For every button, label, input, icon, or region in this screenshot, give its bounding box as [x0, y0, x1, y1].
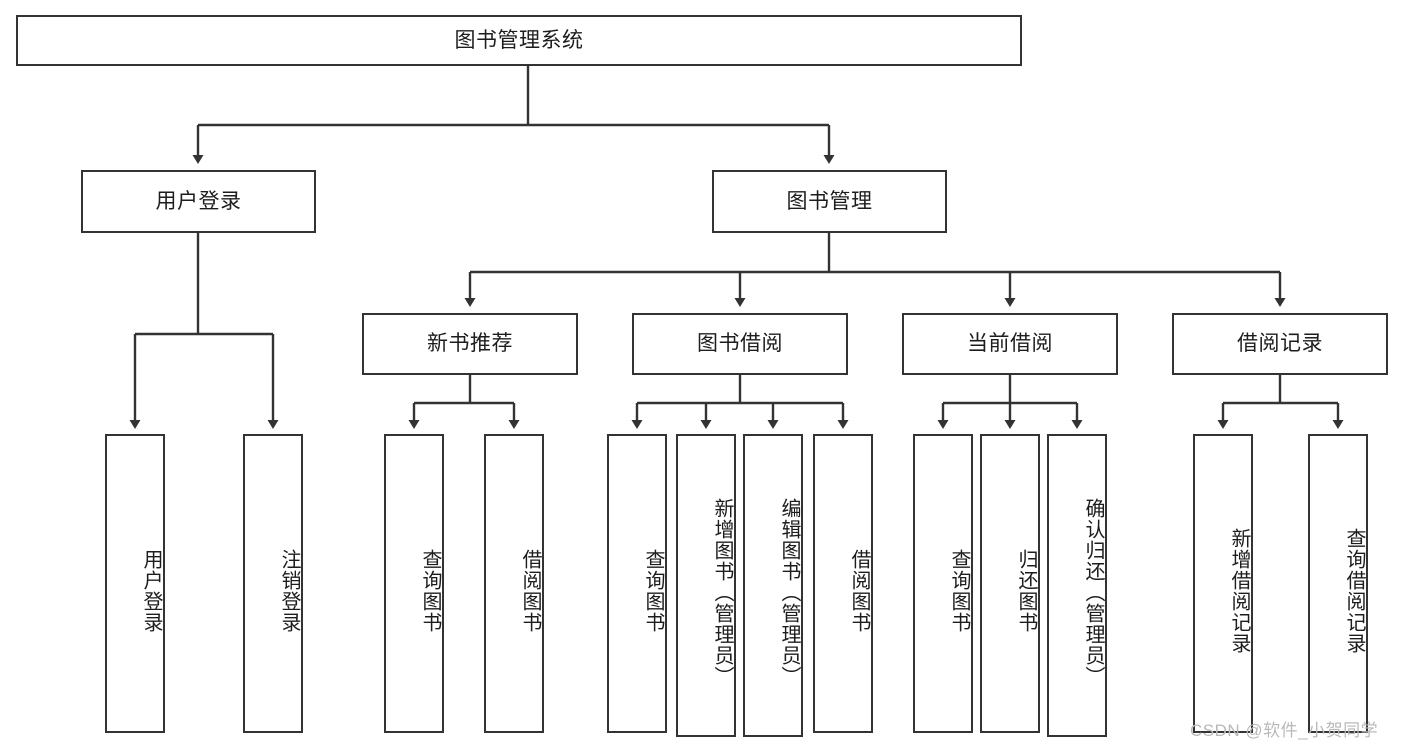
- node-borrow-record[interactable]: 借阅记录: [1172, 313, 1388, 375]
- leaf-borrow-record-query[interactable]: 查询借阅记录: [1308, 434, 1368, 733]
- node-borrow-record-label: 借阅记录: [1237, 332, 1323, 356]
- node-book-manage-label: 图书管理: [786, 189, 873, 213]
- node-current-borrow-label: 当前借阅: [967, 332, 1053, 356]
- leaf-label: 归还图书: [1015, 548, 1037, 633]
- leaf-label: 查询借阅记录: [1343, 527, 1365, 654]
- node-new-book-recommend-label: 新书推荐: [427, 332, 513, 356]
- node-user-login-label: 用户登录: [155, 189, 242, 213]
- leaf-new-book-query[interactable]: 查询图书: [384, 434, 444, 733]
- node-user-login[interactable]: 用户登录: [81, 170, 316, 233]
- leaf-label: 借阅图书: [519, 548, 541, 633]
- node-root-label: 图书管理系统: [454, 28, 584, 52]
- leaf-label: 新增借阅记录: [1228, 527, 1250, 654]
- leaf-label: 编辑图书（管理员）: [778, 498, 800, 687]
- leaf-user-login-signin[interactable]: 用户登录: [105, 434, 165, 733]
- leaf-current-borrow-return[interactable]: 归还图书: [980, 434, 1040, 733]
- leaf-label: 确认归还（管理员）: [1082, 498, 1104, 687]
- node-book-borrow-label: 图书借阅: [697, 332, 783, 356]
- leaf-book-borrow-edit[interactable]: 编辑图书（管理员）: [743, 434, 803, 737]
- leaf-label: 新增图书（管理员）: [711, 498, 733, 687]
- leaf-book-borrow-lend[interactable]: 借阅图书: [813, 434, 873, 733]
- csdn-watermark: CSDN @软件_小贺同学: [1190, 721, 1379, 740]
- leaf-current-borrow-query[interactable]: 查询图书: [913, 434, 973, 733]
- leaf-label: 借阅图书: [848, 548, 870, 633]
- leaf-label: 查询图书: [948, 548, 970, 633]
- node-new-book-recommend[interactable]: 新书推荐: [362, 313, 578, 375]
- leaf-label: 注销登录: [278, 548, 300, 633]
- leaf-label: 查询图书: [642, 548, 664, 633]
- leaf-borrow-record-add[interactable]: 新增借阅记录: [1193, 434, 1253, 733]
- leaf-book-borrow-query[interactable]: 查询图书: [607, 434, 667, 733]
- leaf-new-book-borrow[interactable]: 借阅图书: [484, 434, 544, 733]
- leaf-current-borrow-confirm[interactable]: 确认归还（管理员）: [1047, 434, 1107, 737]
- leaf-label: 查询图书: [419, 548, 441, 633]
- node-book-manage[interactable]: 图书管理: [712, 170, 947, 233]
- leaf-user-login-signout[interactable]: 注销登录: [243, 434, 303, 733]
- node-current-borrow[interactable]: 当前借阅: [902, 313, 1118, 375]
- leaf-book-borrow-add[interactable]: 新增图书（管理员）: [676, 434, 736, 737]
- leaf-label: 用户登录: [140, 548, 162, 633]
- node-book-borrow[interactable]: 图书借阅: [632, 313, 848, 375]
- node-root[interactable]: 图书管理系统: [16, 15, 1022, 66]
